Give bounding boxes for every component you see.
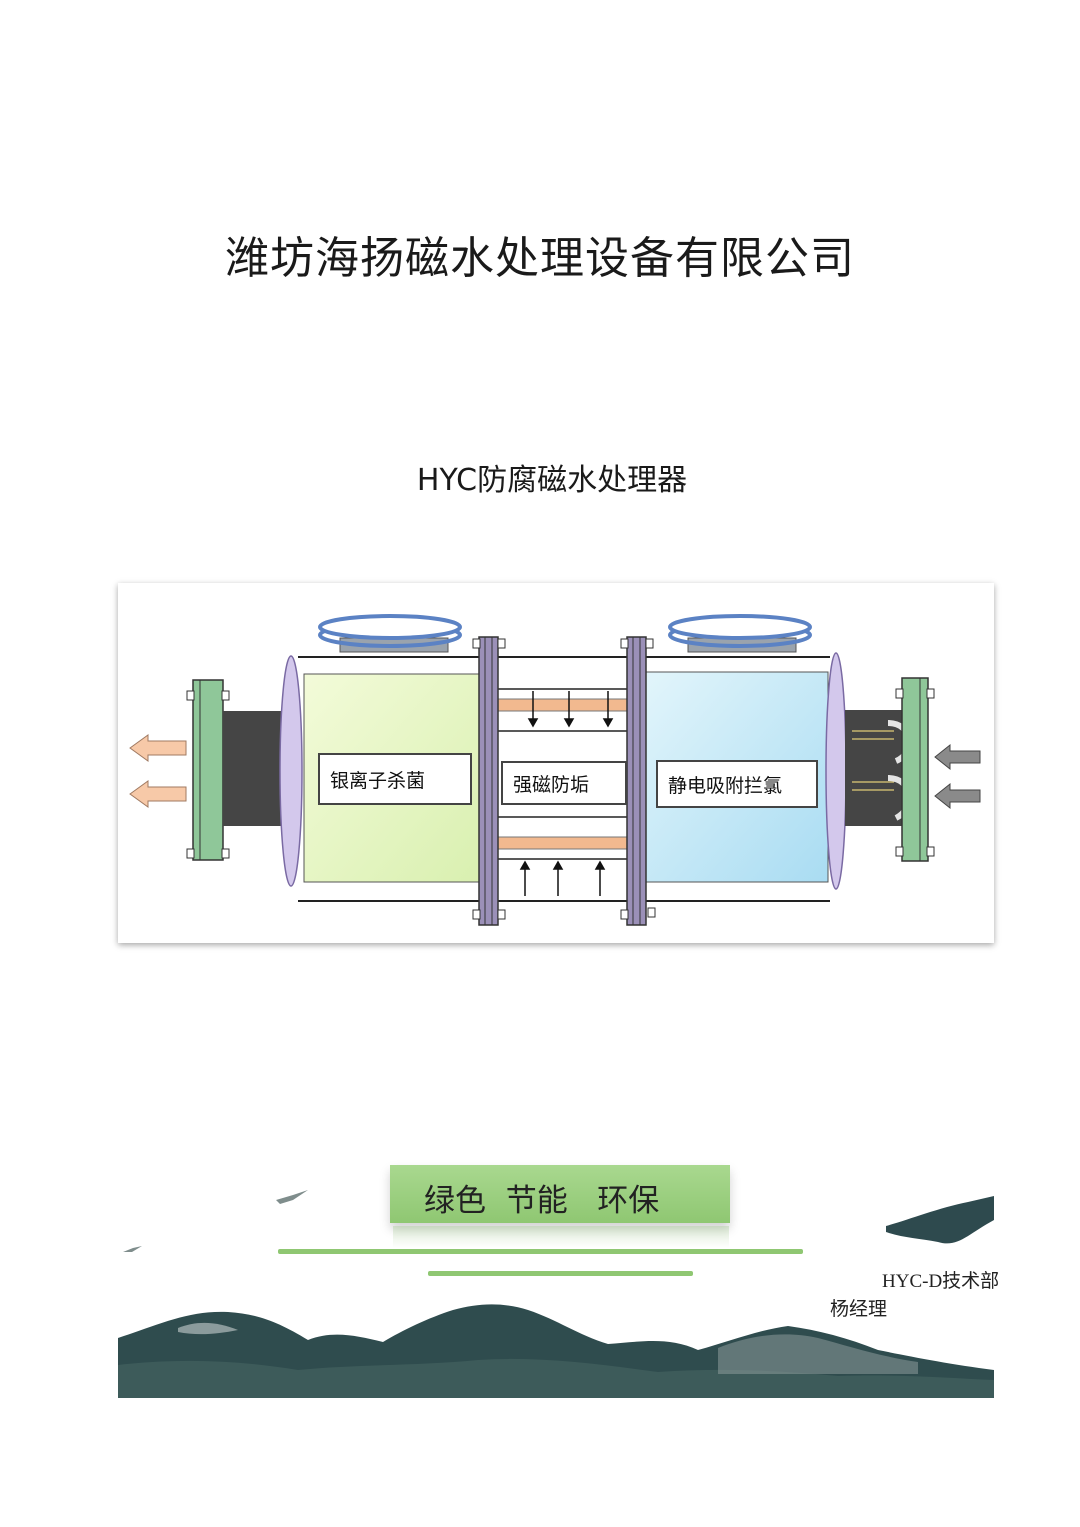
inflow-arrow-icon [934, 782, 981, 810]
divider-line [428, 1271, 693, 1276]
department-name: HYC-D技术部 [882, 1271, 1000, 1292]
footer-banner: 绿色 节能 环保 HYC-D技术部 杨经理 [118, 1160, 1008, 1400]
outflow-arrow-icon [129, 734, 187, 762]
left-flange [186, 679, 230, 861]
company-title: 潍坊海扬磁水处理设备有限公司 [225, 233, 855, 284]
ring-magnet-right [668, 614, 812, 653]
ring-magnet-left [318, 614, 462, 653]
slogan-reflection [393, 1226, 729, 1248]
left-end-cap [279, 655, 303, 887]
manager-name: 杨经理 [830, 1299, 888, 1320]
right-end-cap [825, 652, 847, 890]
middle-flange-right [620, 636, 656, 926]
slogan-text: 绿色 节能 环保 [424, 1183, 660, 1219]
device-diagram: 银离子杀菌 强磁防垢 静电吸附拦氯 [118, 583, 994, 943]
inflow-arrow-icon [934, 743, 981, 771]
product-title: HYC防腐磁水处理器 [416, 463, 688, 498]
outflow-arrow-icon [129, 780, 187, 808]
label-silver-ion: 银离子杀菌 [318, 753, 472, 805]
label-electrostatic: 静电吸附拦氯 [656, 760, 818, 808]
left-connector [223, 711, 285, 826]
slogan-banner: 绿色 节能 环保 [390, 1165, 730, 1223]
right-connector [845, 710, 903, 826]
middle-flange-left [472, 636, 506, 926]
mountain-landscape [118, 1190, 994, 1398]
swirl-arrow-icon [852, 730, 894, 791]
right-flange [895, 677, 935, 862]
label-strong-magnet: 强磁防垢 [501, 761, 627, 805]
divider-line [278, 1249, 803, 1254]
